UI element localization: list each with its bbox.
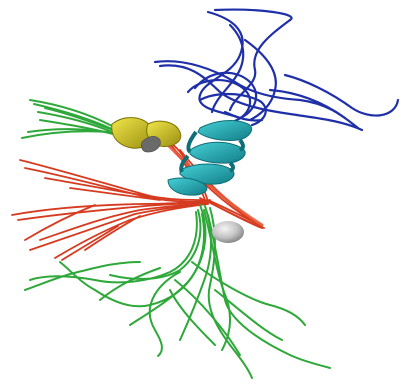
ion-sphere <box>212 221 244 243</box>
green-strand-lower-ensemble <box>25 205 330 378</box>
green-strand-upper-ensemble <box>22 100 114 138</box>
blue-strand-ensemble <box>155 10 398 130</box>
